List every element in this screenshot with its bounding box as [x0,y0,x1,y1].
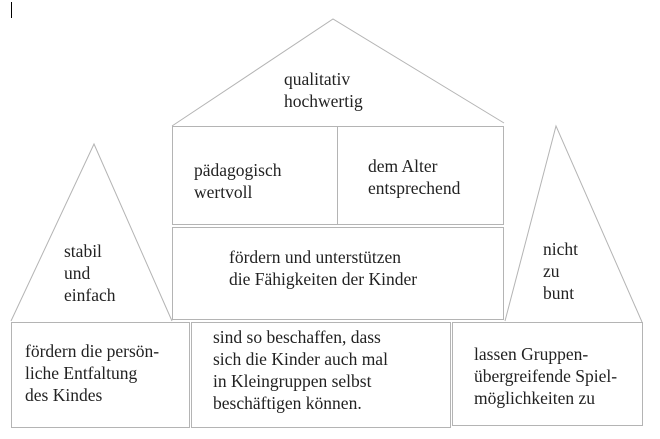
roof-outline [171,18,505,127]
upper-left-label-line: pädagogisch [194,160,282,180]
upper-right-label: dem Alter entsprechend [368,155,460,199]
bottom-left-outline [11,322,190,428]
upper-left-label-line: wertvoll [194,182,253,202]
bottom-right-outline [452,322,643,426]
middle-label-line: fördern und unterstützen [229,247,402,267]
left-tower-label-line: einfach [64,285,116,305]
bottom-right-label: lassen Gruppen- übergreifende Spiel- mög… [474,343,617,409]
bottom-middle-label-line: beschäftigen können. [213,393,362,413]
bottom-right-label-line: lassen Gruppen- [474,344,589,364]
bottom-middle-label-line: sind so beschaffen, dass [213,327,381,347]
upper-left-label: pädagogisch wertvoll [194,159,281,203]
right-tower-outline [504,124,643,323]
left-tower-label: stabil und einfach [64,240,116,306]
text-cursor [11,2,12,18]
roof-label-line: hochwertig [284,91,363,111]
bottom-left-label-line: liche Entfaltung [25,363,138,383]
upper-right-label-line: dem Alter [368,156,438,176]
roof-label-line: qualitativ [284,69,351,89]
left-tower-outline [10,142,173,322]
bottom-left-label-line: des Kindes [25,385,103,405]
middle-label: fördern und unterstützen die Fähigkeiten… [229,246,417,290]
right-tower-label: nicht zu bunt [543,238,578,304]
right-tower-label-line: nicht [543,239,578,259]
middle-block-outline [172,227,504,320]
bottom-left-label: fördern die persön- liche Entfaltung des… [25,340,159,406]
roof-label: qualitativ hochwertig [284,68,363,112]
bottom-left-label-line: fördern die persön- [25,341,160,361]
bottom-middle-label-line: sich die Kinder auch mal [213,349,388,369]
bottom-middle-label-line: in Kleingruppen selbst [213,371,372,391]
upper-right-label-line: entsprechend [368,178,461,198]
bottom-right-label-line: möglichkeiten zu [474,388,596,408]
right-tower-label-line: zu [543,261,560,281]
bottom-middle-outline [191,322,451,428]
bottom-middle-label: sind so beschaffen, dass sich die Kinder… [213,326,388,414]
right-tower-label-line: bunt [543,283,575,303]
middle-label-line: die Fähigkeiten der Kinder [229,269,418,289]
bottom-right-label-line: übergreifende Spiel- [474,366,618,386]
left-tower-label-line: und [64,263,91,283]
left-tower-label-line: stabil [64,241,102,261]
